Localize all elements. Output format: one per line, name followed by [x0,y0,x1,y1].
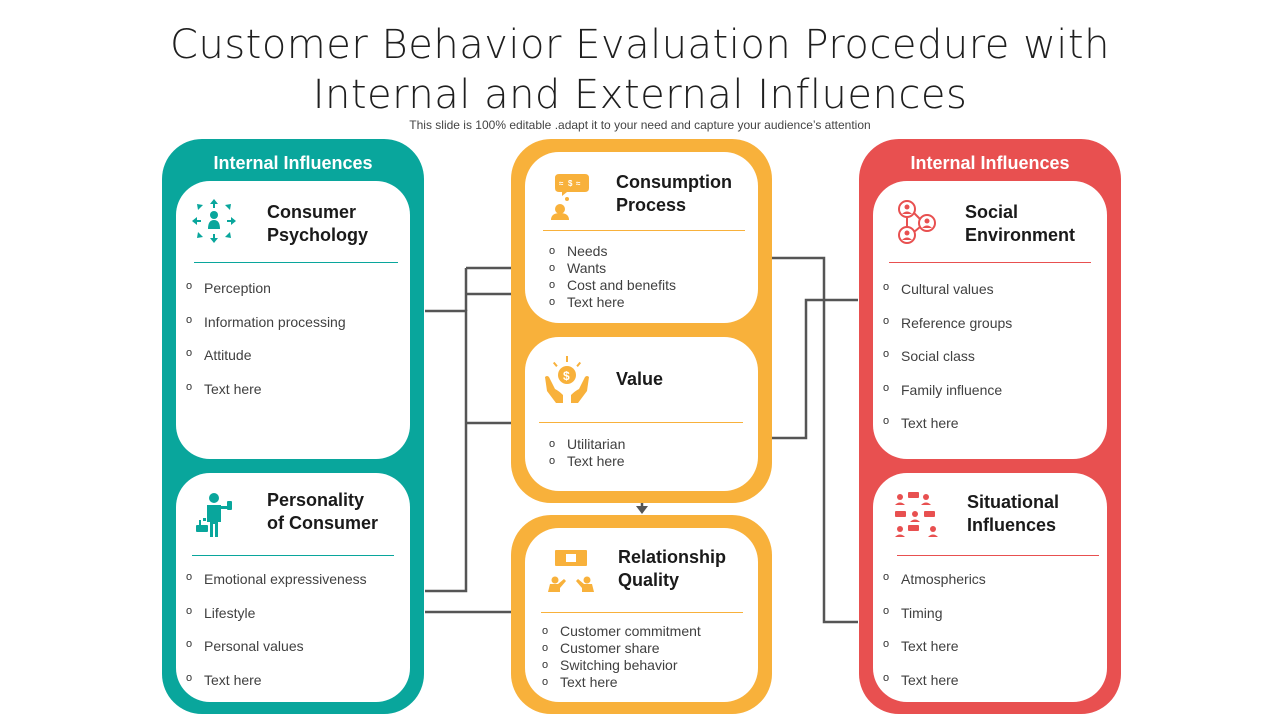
list-item: Attitude [186,347,406,381]
card-title-line1: Value [616,369,664,389]
page-title-line2: Internal and External Influences [312,72,968,118]
list-item: Needs [549,243,749,260]
item-list: Emotional expressiveness Lifestyle Perso… [186,571,406,705]
divider [194,262,398,263]
center-group-bottom: Relationship Quality Customer commitment… [511,515,772,714]
list-item: Timing [883,605,1103,639]
right-column: Internal Influences Social Environment [859,139,1121,714]
card-title-line1: Consumer [267,202,357,222]
card-title-line2: Psychology [267,225,369,245]
divider [897,555,1099,556]
card-title-line1: Situational [967,492,1060,512]
handshake-board-icon [548,550,594,592]
card-title: Personality of Consumer [267,489,378,535]
card-title-line1: Consumption [616,172,732,192]
card-title: Relationship Quality [618,546,726,592]
center-group-top: ≈ $ ≈ Consumption Process Needs Wants Co… [511,139,772,503]
divider [541,612,743,613]
list-item: Cultural values [883,281,1103,315]
divider [192,555,394,556]
right-column-heading: Internal Influences [910,153,1070,173]
card-title-line2: Environment [965,225,1076,245]
card-value: $ Value Utilitarian Text here [525,337,758,491]
list-item: Atmospherics [883,571,1103,605]
list-item: Reference groups [883,315,1103,349]
divider [543,230,745,231]
item-list: Needs Wants Cost and benefits Text here [549,243,749,311]
list-item: Text here [549,294,749,311]
page-subtitle: This slide is 100% editable .adapt it to… [409,118,871,132]
list-item: Customer commitment [542,623,752,640]
card-title-line1: Personality [267,490,365,510]
svg-text:$: $ [568,179,573,188]
list-item: Utilitarian [549,436,749,453]
list-item: Information processing [186,314,406,348]
card-situational-influences: Situational Influences Atmospherics Timi… [873,473,1107,702]
list-item: Text here [883,672,1103,706]
page-title: Customer Behavior Evaluation Procedure w… [0,20,1280,120]
list-item: Text here [186,672,406,706]
svg-text:≈: ≈ [576,179,581,188]
left-column-heading: Internal Influences [213,153,373,173]
card-personality-of-consumer: Personality of Consumer Emotional expres… [176,473,410,702]
shopper-icon [196,493,232,537]
card-title: Value [616,368,663,391]
money-hands-icon: $ [545,356,589,403]
list-item: Wants [549,260,749,277]
card-title-line2: of Consumer [267,513,379,533]
arrowhead-center-down [636,506,648,514]
focus-person-icon [192,199,236,243]
list-item: Personal values [186,638,406,672]
list-item: Switching behavior [542,657,752,674]
money-thought-icon: ≈ $ ≈ [551,174,589,220]
connector-psychology-main [425,309,468,593]
item-list: Customer commitment Customer share Switc… [542,623,752,691]
card-title-line2: Influences [967,515,1057,535]
list-item: Lifestyle [186,605,406,639]
list-item: Text here [542,674,752,691]
page-title-line1: Customer Behavior Evaluation Procedure w… [170,22,1110,68]
item-list: Utilitarian Text here [549,436,749,470]
connector-right-outer [772,256,858,624]
item-list: Cultural values Reference groups Social … [883,281,1103,449]
social-network-icon [898,200,936,244]
card-title: Social Environment [965,201,1075,247]
list-item: Cost and benefits [549,277,749,294]
list-item: Text here [883,415,1103,449]
list-item: Social class [883,348,1103,382]
svg-text:$: $ [563,369,570,383]
list-item: Text here [883,638,1103,672]
item-list: Atmospherics Timing Text here Text here [883,571,1103,705]
card-social-environment: Social Environment Cultural values Refer… [873,181,1107,459]
card-title-line1: Social [965,202,1019,222]
divider [889,262,1091,263]
left-column: Internal Influences Consumer [162,139,424,714]
list-item: Family influence [883,382,1103,416]
svg-text:≈: ≈ [559,179,564,188]
card-title-line2: Process [616,195,687,215]
list-item: Text here [186,381,406,415]
list-item: Emotional expressiveness [186,571,406,605]
list-item: Customer share [542,640,752,657]
card-title-line1: Relationship [618,547,727,567]
card-title: Situational Influences [967,491,1059,537]
group-chat-icon [895,492,938,537]
list-item: Text here [549,453,749,470]
list-item: Perception [186,280,406,314]
card-relationship-quality: Relationship Quality Customer commitment… [525,528,758,702]
connector-right-inner [772,298,858,440]
card-title: Consumption Process [616,171,732,217]
card-title: Consumer Psychology [267,201,368,247]
divider [539,422,743,423]
card-consumer-psychology: Consumer Psychology Perception Informati… [176,181,410,459]
item-list: Perception Information processing Attitu… [186,280,406,414]
card-title-line2: Quality [618,570,680,590]
card-consumption-process: ≈ $ ≈ Consumption Process Needs Wants Co… [525,152,758,323]
